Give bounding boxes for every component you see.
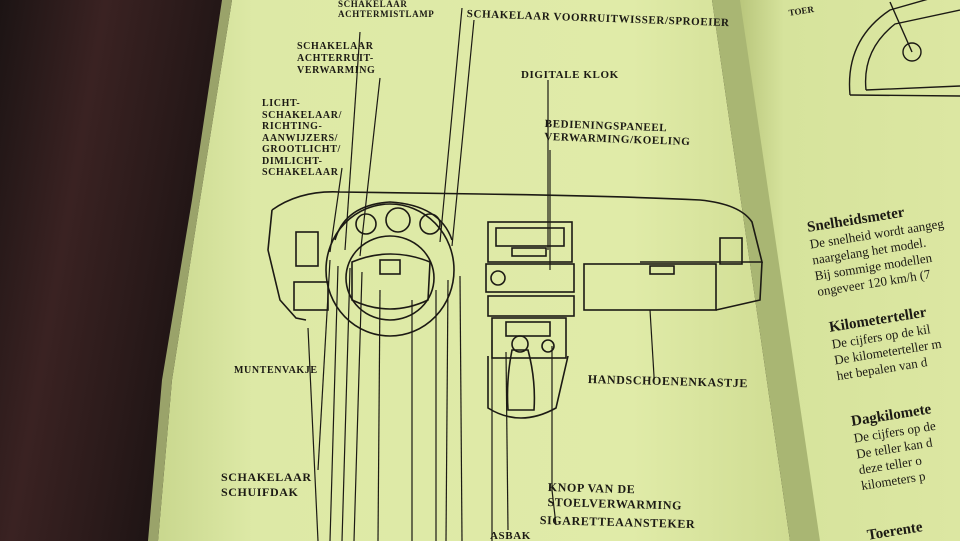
left-vent	[295, 231, 319, 267]
label-stoelverwarming: KNOP VAN DE STOELVERWARMING	[547, 480, 682, 514]
label-asbak: ASBAK	[490, 530, 531, 541]
steering-hub	[351, 253, 431, 310]
label-line: SCHAKELAAR	[338, 0, 408, 9]
right-page	[740, 0, 960, 541]
radio	[487, 295, 575, 317]
steering-wheel-inner	[345, 235, 435, 321]
climate-panel	[485, 263, 575, 293]
climate-knob	[490, 270, 506, 286]
section-dagkilometer: Dagkilomete De cijfers op de De teller k…	[850, 401, 944, 494]
label-bedieningspaneel: BEDIENINGSPANEEL VERWARMING/KOELING	[544, 118, 691, 149]
label-muntenvakje: MUNTENVAKJE	[234, 365, 318, 376]
page-edges	[148, 0, 232, 541]
dash-top-outline	[271, 191, 764, 263]
dash-right-lower	[715, 261, 763, 311]
label-line: VERWARMING	[297, 65, 376, 76]
label-line: ACHTERRUIT-	[297, 53, 374, 64]
dash-left-outline	[267, 209, 307, 321]
clock-display	[511, 247, 547, 257]
label-line: RICHTING-	[262, 121, 323, 132]
right-vent	[719, 237, 743, 265]
label-line: ACHTERMISTLAMP	[338, 9, 435, 19]
tunnel	[487, 355, 569, 419]
label-line: LICHT-	[262, 98, 301, 109]
gauge-1	[355, 213, 377, 235]
label-line: SCHAKELAAR/	[262, 109, 342, 121]
honda-logo	[379, 259, 401, 275]
gear-shifter	[506, 349, 536, 411]
console-display	[505, 321, 551, 337]
steering-wheel-outer	[325, 203, 455, 337]
label-line: SCHAKELAAR	[262, 167, 339, 178]
label-achtermistlamp: SCHAKELAAR ACHTERMISTLAMP	[338, 0, 434, 19]
label-lichtschakelaar: LICHT- SCHAKELAAR/ RICHTING- AANWIJZERS/…	[262, 98, 342, 179]
center-console-top	[487, 221, 573, 263]
label-achterruitverwarming: SCHAKELAAR ACHTERRUIT- VERWARMING	[297, 41, 375, 77]
label-line: SCHUIFDAK	[221, 485, 299, 499]
leader-lines	[307, 7, 655, 541]
left-page	[158, 0, 790, 541]
gear-knob	[511, 335, 529, 353]
label-line: SCHAKELAAR	[297, 41, 374, 52]
label-digitale-klok: DIGITALE KLOK	[521, 69, 619, 81]
gauge-2	[385, 207, 411, 233]
lighter	[541, 339, 555, 353]
gauge-3	[419, 213, 441, 235]
label-line: AANWIJZERS/	[262, 132, 339, 144]
label-line: DIMLICHT-	[262, 155, 323, 167]
tacho-gauge-drawing	[848, 0, 960, 97]
dashboard-drawing	[267, 191, 764, 419]
label-line: SCHAKELAAR	[221, 470, 312, 484]
glovebox-handle	[649, 265, 675, 275]
console-lower	[491, 317, 567, 359]
label-line: GROOTLICHT/	[262, 144, 341, 155]
label-schuifdak: SCHAKELAAR SCHUIFDAK	[221, 470, 312, 500]
center-vents	[495, 227, 565, 247]
